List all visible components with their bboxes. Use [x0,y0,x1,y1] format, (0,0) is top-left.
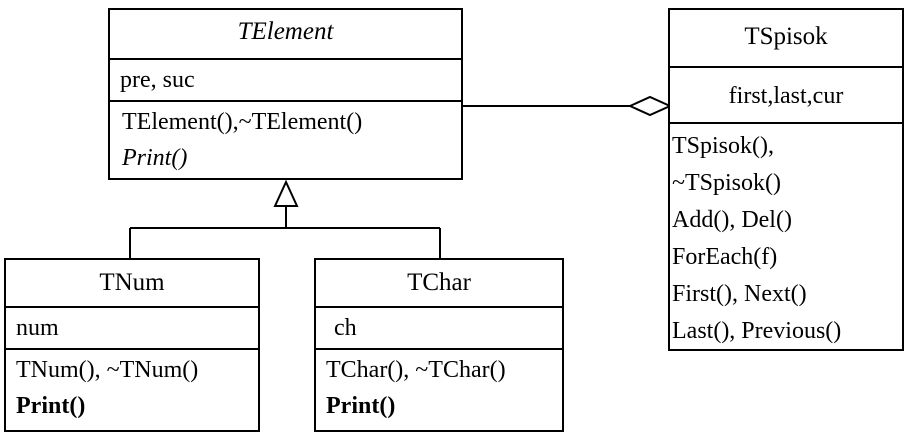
class-tnum[interactable]: TNum num TNum(), ~TNum() Print() [4,258,260,432]
operation: TChar(), ~TChar() [326,357,506,383]
class-tchar[interactable]: TChar ch TChar(), ~TChar() Print() [314,258,564,432]
operation-abstract: Print() [122,145,188,171]
class-operations: TElement(),~TElement() Print() [110,100,461,176]
class-name: TSpisok [744,23,828,50]
operation: Add(), Del() [672,207,792,233]
class-attributes: num [6,306,258,348]
class-operations: TSpisok(), ~TSpisok() Add(), Del() ForEa… [670,122,902,350]
class-attributes: first,last,cur [670,66,902,122]
operation: ForEach(f) [672,244,778,270]
operation: ~TSpisok() [672,170,781,196]
operation: TElement(),~TElement() [122,109,363,135]
class-attributes: ch [316,306,562,348]
class-operations: TNum(), ~TNum() Print() [6,348,258,424]
operation-override: Print() [326,393,396,419]
class-tspisok[interactable]: TSpisok first,last,cur TSpisok(), ~TSpis… [668,8,904,351]
operation-override: Print() [16,393,86,419]
operation: Last(), Previous() [672,318,842,344]
generalization-arrowhead [273,179,299,207]
class-attributes: pre, suc [110,58,461,100]
aggregation-diamond [627,95,673,117]
operation: First(), Next() [672,281,807,307]
operation: TSpisok(), [672,133,774,159]
class-name: TElement [237,18,334,45]
class-name: TChar [407,269,471,296]
class-name: TNum [99,269,165,296]
operation: TNum(), ~TNum() [16,357,199,383]
class-telement[interactable]: TElement pre, suc TElement(),~TElement()… [108,8,463,180]
class-operations: TChar(), ~TChar() Print() [316,348,562,424]
